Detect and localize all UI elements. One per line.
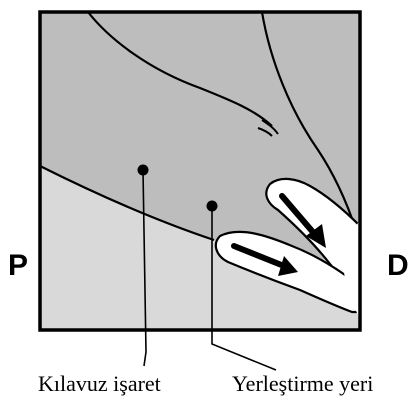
left-side-label: P [8, 251, 28, 281]
guide-mark-label: Kılavuz işaret [38, 373, 161, 395]
placement-site-label: Yerleştirme yeri [232, 373, 373, 395]
right-side-label: D [387, 251, 409, 281]
